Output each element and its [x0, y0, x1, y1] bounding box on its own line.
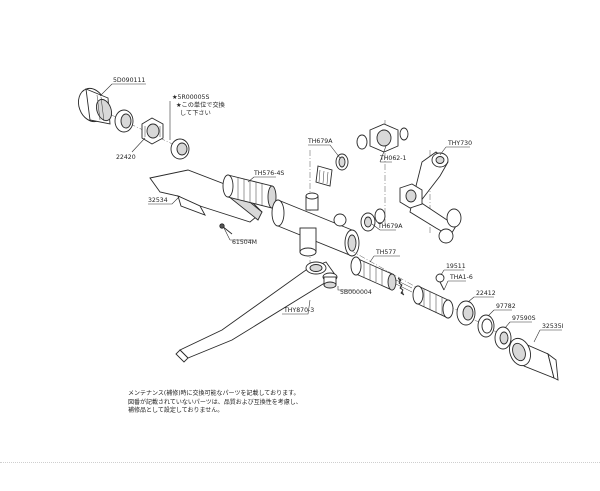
- ring-97782: [477, 314, 495, 338]
- spring-rod: [395, 277, 413, 296]
- seal-5b000004: [322, 272, 338, 289]
- nut-22412: [456, 300, 476, 326]
- note-line-2: 図番が記載されていないパーツは、品質および互換性を考慮し、: [128, 398, 302, 406]
- handle-cap-5d090111: [78, 87, 113, 125]
- label-97782: 97782: [496, 303, 516, 310]
- page-divider: [0, 462, 600, 463]
- label-unit-note-1: ★この単位で交換: [176, 101, 226, 109]
- connector-th576-4s: [222, 174, 277, 209]
- handle-32535i: [509, 337, 559, 381]
- label-thy870-3: THY870-3: [283, 307, 314, 314]
- label-th679a-top: TH679A: [307, 138, 333, 145]
- label-61504m: 61504M: [232, 239, 257, 246]
- mixer-body: [271, 192, 360, 257]
- label-th062-1: TH062-1: [379, 155, 406, 162]
- elbow-thy730: [409, 151, 462, 244]
- union-th062-1: [356, 123, 409, 153]
- eccentric-pipe-top: [315, 165, 333, 187]
- cartridge-5r00005s: [170, 138, 190, 160]
- spout-thy870-3: [175, 261, 337, 363]
- screw-61504m: [219, 223, 233, 235]
- ring-97590s: [494, 326, 512, 350]
- label-th577: TH577: [375, 249, 396, 256]
- label-97590s: 97590S: [512, 315, 536, 322]
- maintenance-notes: メンテナンス(補修)時に交換可能なパーツを記載しております。 図番が記載されてい…: [128, 390, 428, 416]
- cartridge-th577: [350, 256, 397, 291]
- pin-19511: [435, 273, 445, 291]
- thermo-element-tha1-6: [412, 285, 454, 319]
- label-19511: 19511: [446, 263, 466, 270]
- label-5d090111: 5D090111: [113, 77, 145, 84]
- label-22420: 22420: [116, 154, 136, 161]
- label-32535i: 32535I: [542, 323, 564, 330]
- label-th679a-mid: TH679A: [377, 223, 403, 230]
- label-th576-4s: TH576-4S: [253, 170, 284, 177]
- union-nut-lower: [399, 183, 423, 209]
- label-tha1-6: THA1-6: [449, 274, 473, 281]
- note-line-3: 補修品として設定しておりません。: [128, 407, 224, 414]
- label-unit-note-2: して下さい: [180, 110, 211, 117]
- label-5r00005s: ★5R00005S: [172, 94, 209, 101]
- note-line-1: メンテナンス(補修)時に交換可能なパーツを記載しております。: [128, 390, 300, 397]
- label-22412: 22412: [476, 290, 496, 297]
- label-32534: 32534: [148, 197, 168, 204]
- ring-nut: [114, 109, 134, 133]
- nut-22420: [141, 117, 164, 145]
- washer-th679a-top: [335, 153, 349, 171]
- label-5b000004: 5B000004: [340, 289, 372, 296]
- washer-th679a-mid: [360, 208, 386, 232]
- label-thy730: THY730: [447, 140, 472, 147]
